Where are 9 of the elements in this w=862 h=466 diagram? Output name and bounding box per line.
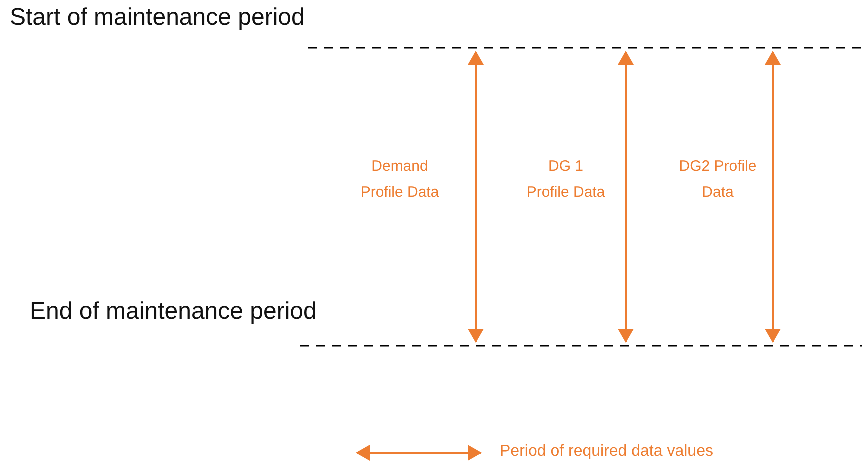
period-label: End of maintenance period: [30, 298, 317, 326]
legend-text: Period of required data values: [500, 443, 714, 461]
double-arrow: [765, 51, 781, 343]
edge-label: Demand Profile Data: [360, 157, 440, 203]
edge-label: DG2 Profile Data: [678, 157, 758, 203]
double-arrow: [618, 51, 634, 343]
double-arrow: [468, 51, 484, 343]
period-label: Start of maintenance period: [10, 4, 305, 32]
edge-label: DG 1 Profile Data: [526, 157, 606, 203]
